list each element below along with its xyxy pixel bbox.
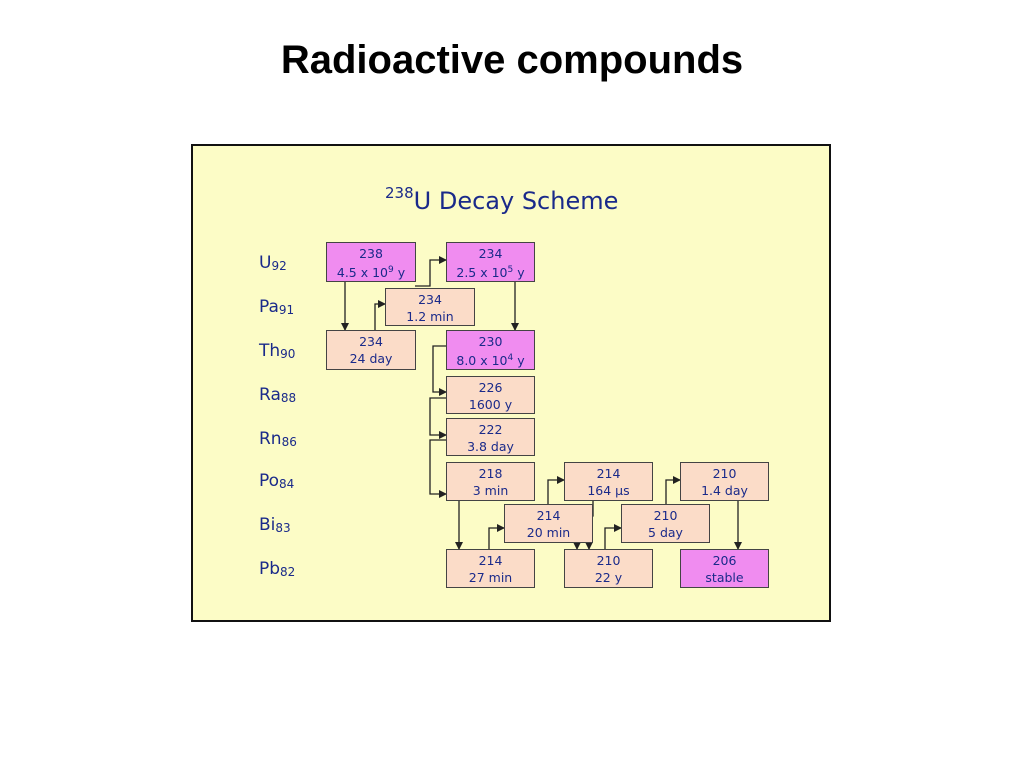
arrow-pb210-bi210 bbox=[604, 524, 622, 549]
nuclide-box-pa234: 234 1.2 min bbox=[385, 288, 475, 326]
nuclide-box-bi210: 210 5 day bbox=[621, 504, 710, 543]
arrow-pb214-bi214 bbox=[488, 524, 505, 549]
scheme-title-mass: 238 bbox=[385, 184, 414, 202]
nuclide-box-u238: 238 4.5 x 109 y bbox=[326, 242, 416, 282]
arrow-ra226-rn222 bbox=[429, 397, 447, 439]
nuclide-box-po210: 210 1.4 day bbox=[680, 462, 769, 501]
scheme-title-text: U Decay Scheme bbox=[413, 187, 619, 215]
element-label-pa: Pa91 bbox=[259, 297, 295, 317]
arrow-pa234-u234 bbox=[415, 256, 447, 287]
element-label-po: Po84 bbox=[259, 471, 295, 491]
nuclide-box-th234: 234 24 day bbox=[326, 330, 416, 370]
nuclide-box-th230: 230 8.0 x 104 y bbox=[446, 330, 535, 370]
decay-arrows bbox=[341, 256, 742, 550]
nuclide-box-pb206: 206 stable bbox=[680, 549, 769, 588]
arrow-th234-pa234 bbox=[374, 300, 386, 330]
slide-title: Radioactive compounds bbox=[280, 38, 744, 82]
nuclide-box-ra226: 226 1600 y bbox=[446, 376, 535, 414]
nuclide-box-pb214: 214 27 min bbox=[446, 549, 535, 588]
nuclide-box-po218: 218 3 min bbox=[446, 462, 535, 501]
element-label-bi: Bi83 bbox=[259, 515, 291, 535]
element-label-rn: Rn86 bbox=[259, 429, 297, 449]
nuclide-box-rn222: 222 3.8 day bbox=[446, 418, 535, 456]
arrow-rn222-po218 bbox=[429, 439, 447, 498]
decay-scheme-panel: 238U Decay Scheme U92 Pa91 Th90 Ra88 Rn8… bbox=[191, 144, 831, 622]
arrow-th230-ra226 bbox=[432, 345, 447, 396]
element-label-th: Th90 bbox=[259, 341, 296, 361]
element-label-ra: Ra88 bbox=[259, 385, 297, 405]
nuclide-box-bi214: 214 20 min bbox=[504, 504, 593, 543]
nuclide-box-po214: 214 164 μs bbox=[564, 462, 653, 501]
nuclide-box-u234: 234 2.5 x 105 y bbox=[446, 242, 535, 282]
element-label-pb: Pb82 bbox=[259, 559, 296, 579]
element-label-u: U92 bbox=[259, 253, 287, 273]
scheme-title: 238U Decay Scheme bbox=[385, 184, 619, 215]
nuclide-box-pb210: 210 22 y bbox=[564, 549, 653, 588]
